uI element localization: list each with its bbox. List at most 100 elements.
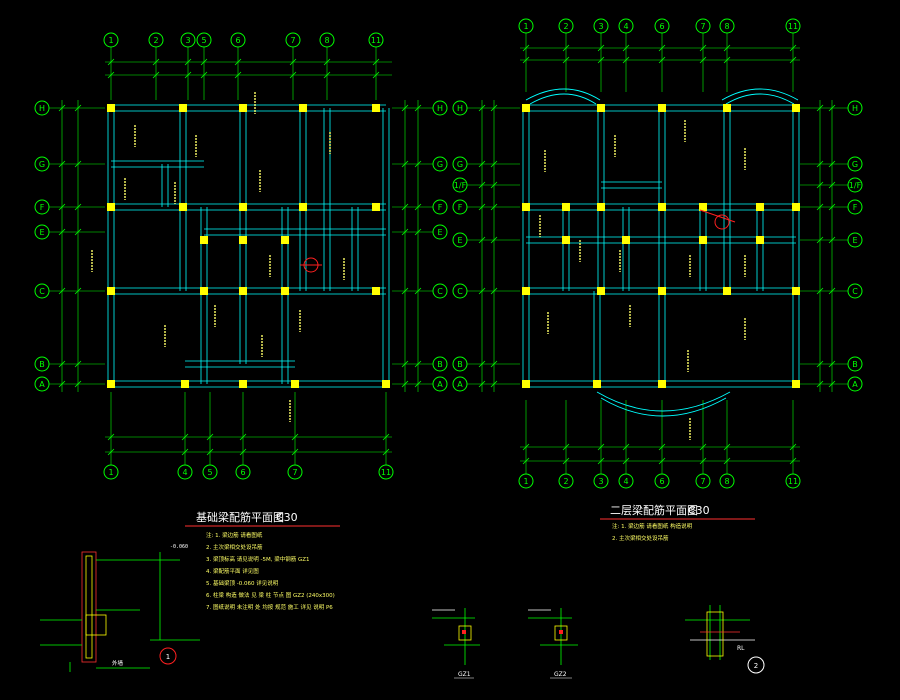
axis-bubble-circle (654, 18, 670, 34)
column (699, 203, 707, 211)
column (723, 104, 731, 112)
axis-bubble: C (847, 283, 863, 299)
axis-bubble-circle (452, 376, 468, 392)
plan1-title-block: 基础梁配筋平面图 C30 (185, 510, 340, 527)
dimension-tick (478, 287, 486, 295)
axis-bubble-circle (452, 156, 468, 172)
axis-bubble: G (34, 156, 50, 172)
detail-marker-2-label: 2 (754, 662, 758, 670)
axis-bubble: A (452, 376, 468, 392)
axis-bubble-label: 2 (153, 36, 158, 45)
axis-bubble-label: 1 (523, 22, 528, 31)
dimension-tick (478, 380, 486, 388)
axis-bubble: H (432, 100, 448, 116)
axis-bubble-circle (235, 464, 251, 480)
axis-bubble-label: H (852, 104, 858, 113)
dimension-tick (597, 44, 605, 52)
axis-bubble-label: F (40, 203, 45, 212)
dimension-tick (291, 448, 299, 456)
axis-bubble-label: 7 (700, 22, 705, 31)
axis-bubble: 1 (518, 473, 534, 489)
dimension-tick (206, 433, 214, 441)
axis-bubble-label: 11 (371, 36, 381, 45)
dimension-tick (107, 448, 115, 456)
axis-bubble-circle (452, 283, 468, 299)
axis-bubble-circle (148, 32, 164, 48)
axis-bubble: F (452, 199, 468, 215)
dimension-tick (58, 228, 66, 236)
axis-bubble-label: 4 (623, 22, 628, 31)
beam-annotations (91, 92, 746, 440)
axis-bubble: 6 (654, 18, 670, 34)
dimension-tick (597, 56, 605, 64)
axis-bubble: E (432, 224, 448, 240)
dimension-tick (414, 287, 422, 295)
dimension-tick (816, 104, 824, 112)
column (281, 236, 289, 244)
dimension-tick (382, 433, 390, 441)
dimension-tick (401, 287, 409, 295)
dimension-tick (816, 203, 824, 211)
axis-bubble-circle (177, 464, 193, 480)
dimension-tick (74, 104, 82, 112)
column (792, 203, 800, 211)
axis-bubble-circle (103, 32, 119, 48)
dimension-tick (152, 71, 160, 79)
plan2-title-block: 二层梁配筋平面图 C30 (600, 503, 755, 520)
axis-bubble-label: G (852, 160, 858, 169)
axis-bubble: C (452, 283, 468, 299)
dimension-tick (490, 160, 498, 168)
dimension-tick (828, 236, 836, 244)
dimension-tick (723, 457, 731, 465)
dimension-tick (828, 104, 836, 112)
column (792, 287, 800, 295)
axis-bubble: 3 (593, 18, 609, 34)
axis-bubble-circle (785, 473, 801, 489)
dimension-tick (58, 360, 66, 368)
dimension-tick (562, 457, 570, 465)
dimension-tick (152, 58, 160, 66)
plan1-axis-grid (49, 47, 433, 465)
axis-bubble: A (432, 376, 448, 392)
column (562, 236, 570, 244)
axis-bubble: C (432, 283, 448, 299)
dimension-tick (414, 160, 422, 168)
column (107, 380, 115, 388)
axis-bubble: B (452, 356, 468, 372)
bay-window-arc (529, 93, 597, 105)
dimension-tick (490, 360, 498, 368)
rl-label: RL (737, 645, 745, 652)
dimension-tick (401, 360, 409, 368)
plan2-concrete-grade: C30 (688, 504, 710, 517)
bay-window-arc (596, 391, 731, 412)
axis-bubble-label: 3 (598, 22, 603, 31)
section-marker (714, 214, 730, 230)
dimension-tick (478, 360, 486, 368)
axis-bubble: F (432, 199, 448, 215)
dimension-tick (699, 56, 707, 64)
dimension-tick (414, 360, 422, 368)
dimension-tick (401, 380, 409, 388)
axis-bubble-circle (847, 283, 863, 299)
axis-bubble-circle (432, 199, 448, 215)
axis-bubble-circle (719, 473, 735, 489)
axis-bubble: H (452, 100, 468, 116)
bay-window-arc (725, 93, 795, 105)
dimension-tick (789, 457, 797, 465)
axis-bubble: 1/F (847, 177, 863, 193)
axis-bubble-circle (452, 100, 468, 116)
axis-bubble: F (34, 199, 50, 215)
axis-bubble-label: A (852, 380, 858, 389)
axis-bubble-circle (432, 283, 448, 299)
axis-bubble-circle (287, 464, 303, 480)
dimension-tick (622, 56, 630, 64)
axis-bubble-label: C (852, 287, 858, 296)
axis-bubble: C (34, 283, 50, 299)
dimension-tick (58, 104, 66, 112)
dimension-tick (723, 443, 731, 451)
note-line: 4. 梁配筋平面 详见图 (206, 567, 259, 575)
dimension-tick (74, 203, 82, 211)
axis-bubble-circle (180, 32, 196, 48)
axis-bubble-label: F (458, 203, 463, 212)
